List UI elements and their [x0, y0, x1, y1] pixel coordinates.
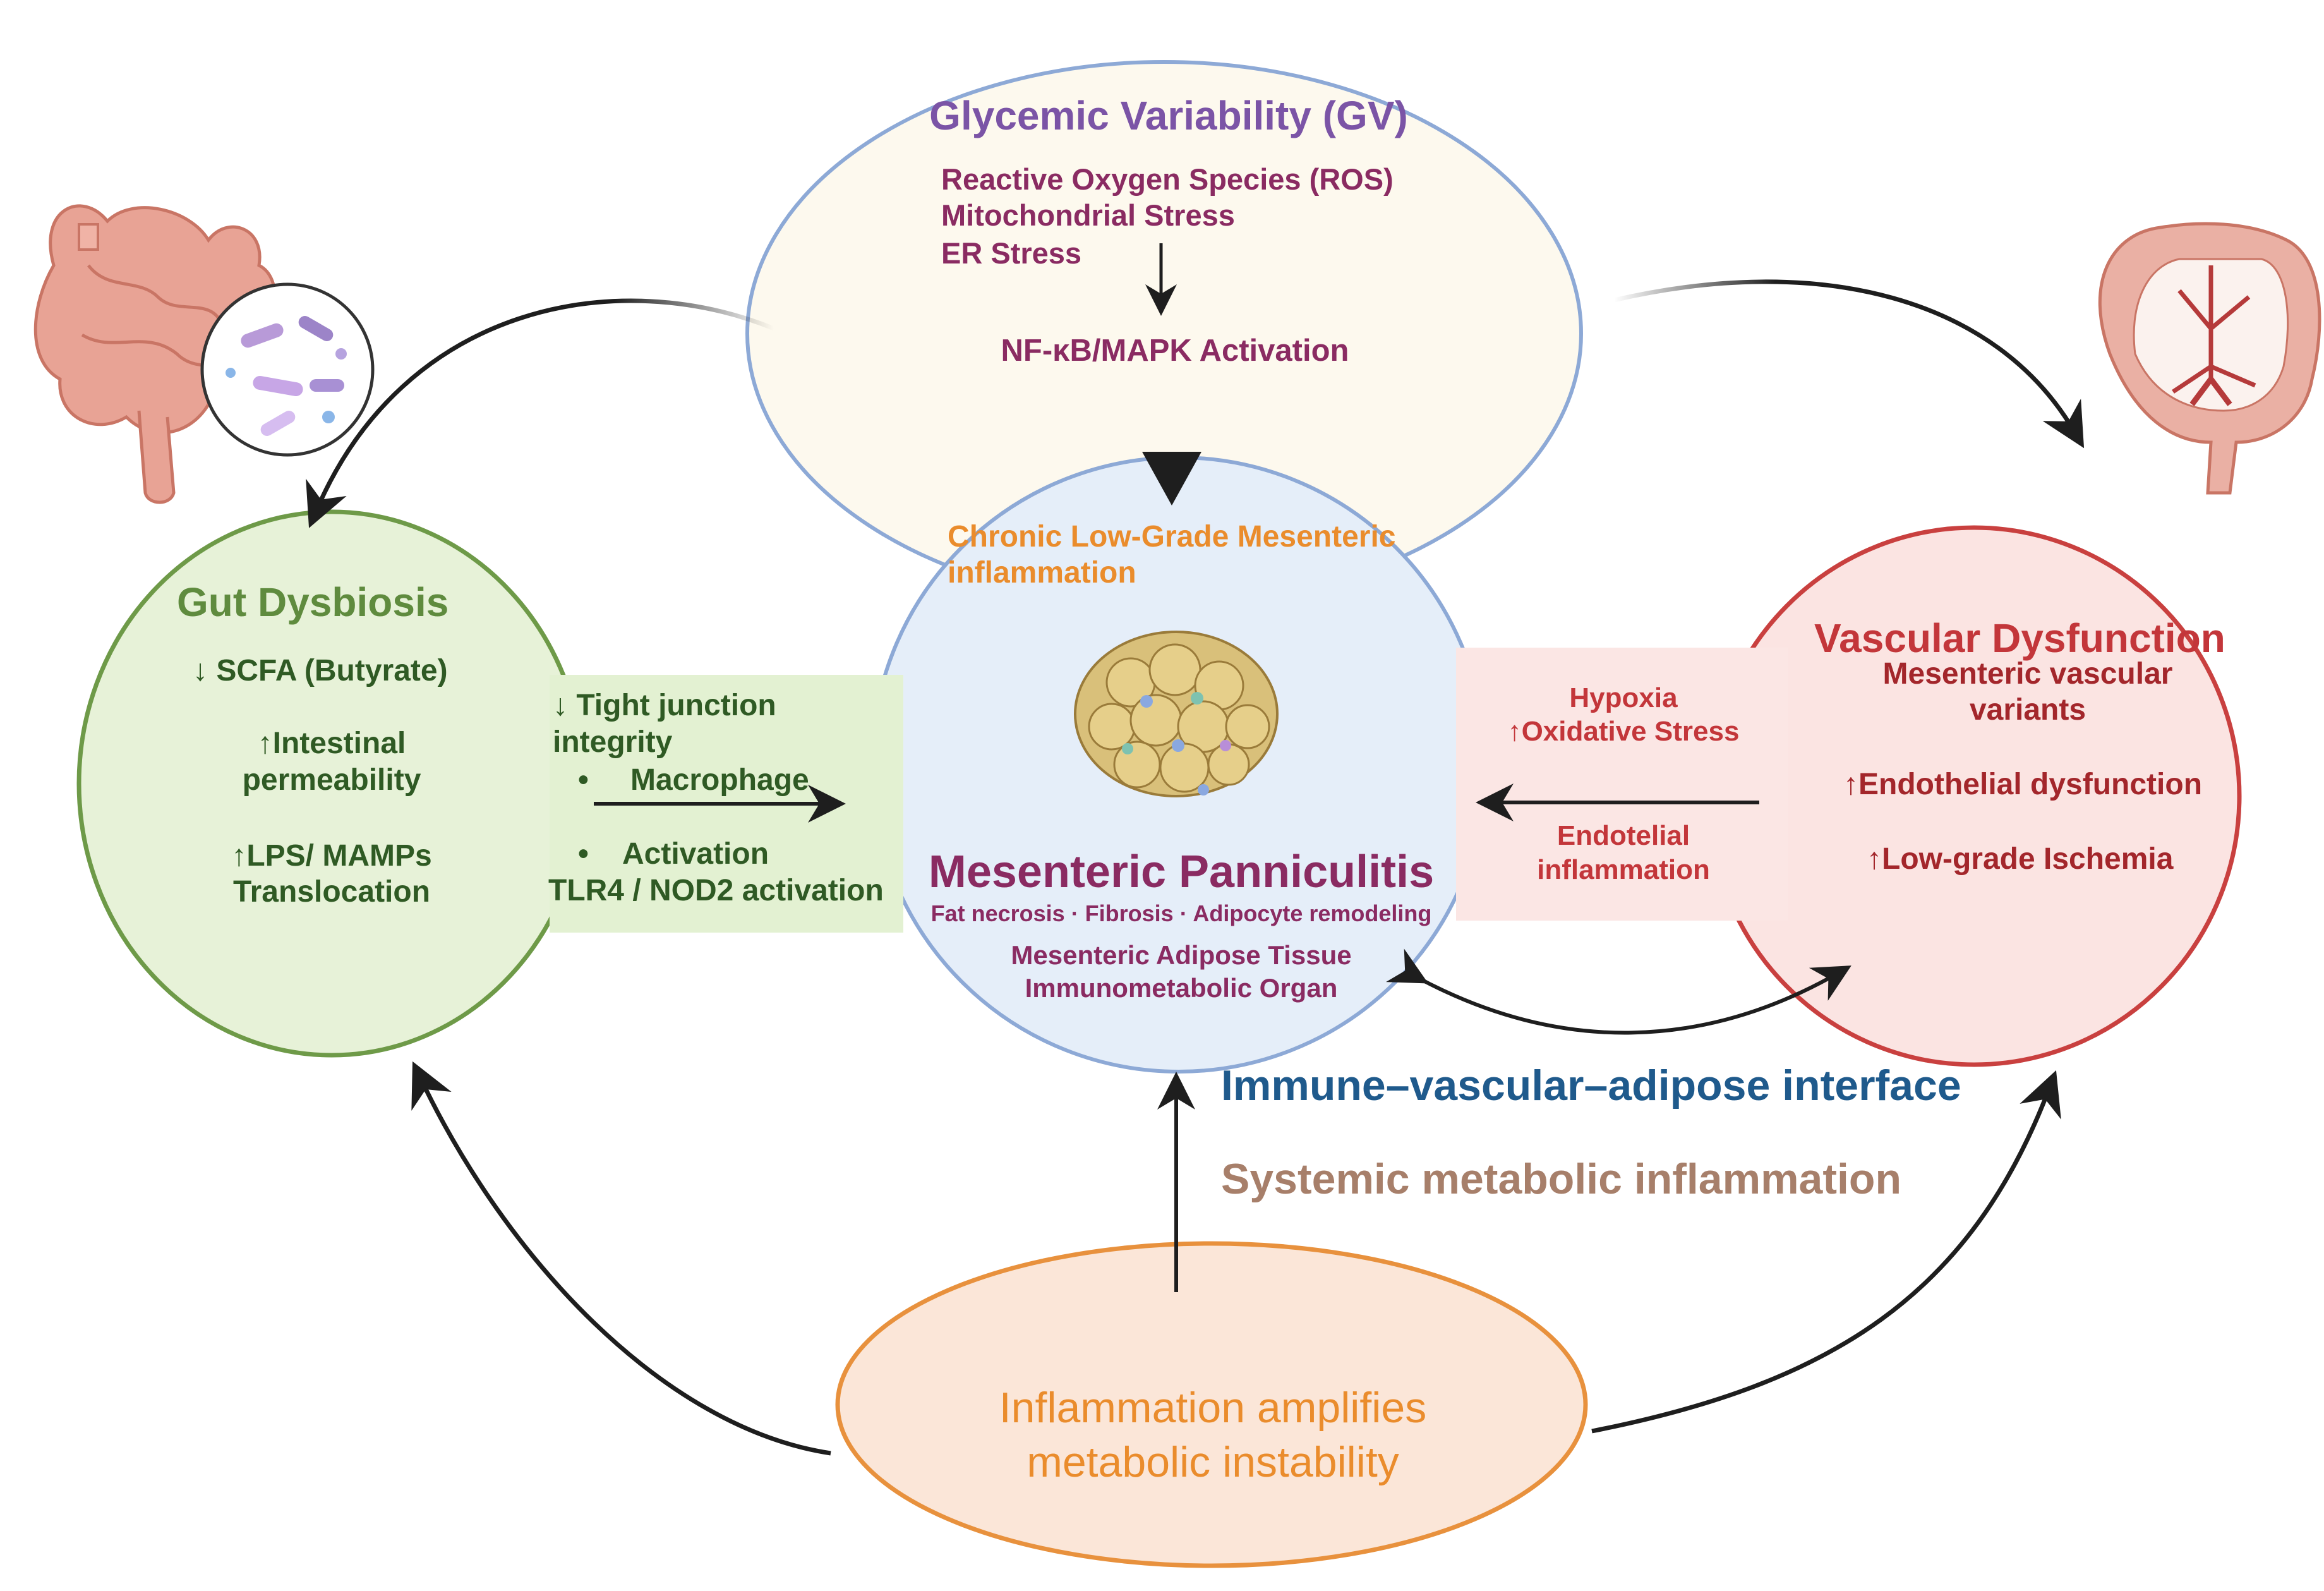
tight-junction-line2: integrity: [553, 725, 673, 759]
chronic-inflammation-line2: inflammation: [948, 556, 1136, 590]
adipocyte-cluster-icon: [1074, 631, 1279, 797]
activation-bullet: •: [578, 837, 589, 871]
mesenteric-panniculitis-title: Mesenteric Panniculitis: [928, 847, 1435, 897]
gv-to-vascular-arrow: [1613, 279, 2085, 449]
low-grade-ischemia: ↑Low-grade Ischemia: [1867, 842, 2174, 876]
vascular-dysfunction-title: Vascular Dysfunction: [1814, 615, 2225, 661]
gv-to-gut-arrow: [306, 298, 775, 528]
bottom-to-vascular-arrow: [1591, 1070, 2061, 1434]
endotelial-inflammation-line1: Endotelial: [1556, 820, 1690, 851]
hypoxia-label: Hypoxia: [1569, 682, 1678, 713]
gut-lps-line1: ↑LPS/ MAMPs: [231, 839, 432, 873]
bottom-line2: metabolic instability: [1027, 1438, 1399, 1486]
vascular-variants-line1: Mesenteric vascular: [1882, 657, 2173, 691]
chronic-inflammation-line1: Chronic Low-Grade Mesenteric: [948, 520, 1396, 554]
activation-label: Activation: [622, 837, 769, 871]
macrophage-bullet: •: [578, 763, 589, 797]
oxidative-stress-label: ↑Oxidative Stress: [1507, 716, 1740, 747]
intestine-microbiome-icon: [33, 204, 375, 504]
vascular-variants-line2: variants: [1969, 693, 2086, 727]
center-vascular-double-arrow: [1386, 948, 1851, 1035]
systemic-metabolic-inflammation: Systemic metabolic inflammation: [1221, 1155, 1901, 1203]
immune-vascular-adipose-interface: Immune–vascular–adipose interface: [1221, 1062, 1961, 1110]
gut-lps-line2: Translocation: [232, 875, 431, 909]
colon-vasculature-icon: [2098, 222, 2321, 495]
gv-er-stress: ER Stress: [941, 236, 1082, 270]
gv-ros: Reactive Oxygen Species (ROS): [941, 162, 1394, 196]
macrophage-label: Macrophage: [630, 763, 809, 797]
tlr4-nod2-activation: TLR4 / NOD2 activation: [548, 874, 884, 907]
mesenteric-panniculitis-subtitle: Fat necrosis · Fibrosis · Adipocyte remo…: [930, 900, 1432, 926]
inflammation-amplifies-ellipse: [835, 1241, 1588, 1568]
gv-mitochondrial-stress: Mitochondrial Stress: [941, 198, 1235, 232]
gut-dysbiosis-title: Gut Dysbiosis: [177, 579, 449, 625]
endotelial-inflammation-line2: inflammation: [1537, 854, 1710, 885]
tight-junction-line1: ↓ Tight junction: [553, 689, 776, 722]
gut-permeability-line2: permeability: [242, 763, 421, 797]
gv-nfkb-activation: NF-κB/MAPK Activation: [1001, 334, 1349, 368]
endothelial-dysfunction: ↑Endothelial dysfunction: [1843, 768, 2203, 801]
adipose-organ-line1: Mesenteric Adipose Tissue: [1011, 940, 1352, 970]
gut-scfa: ↓ SCFA (Butyrate): [193, 654, 448, 687]
gv-to-center-arrowhead: [1142, 452, 1201, 505]
bottom-line1: Inflammation amplifies: [999, 1384, 1427, 1432]
bottom-to-gut-arrow: [411, 1061, 831, 1456]
gv-title: Glycemic Variability (GV): [929, 93, 1408, 138]
gut-permeability-line1: ↑Intestinal: [257, 727, 406, 760]
adipose-organ-line2: Immunometabolic Organ: [1025, 973, 1338, 1003]
